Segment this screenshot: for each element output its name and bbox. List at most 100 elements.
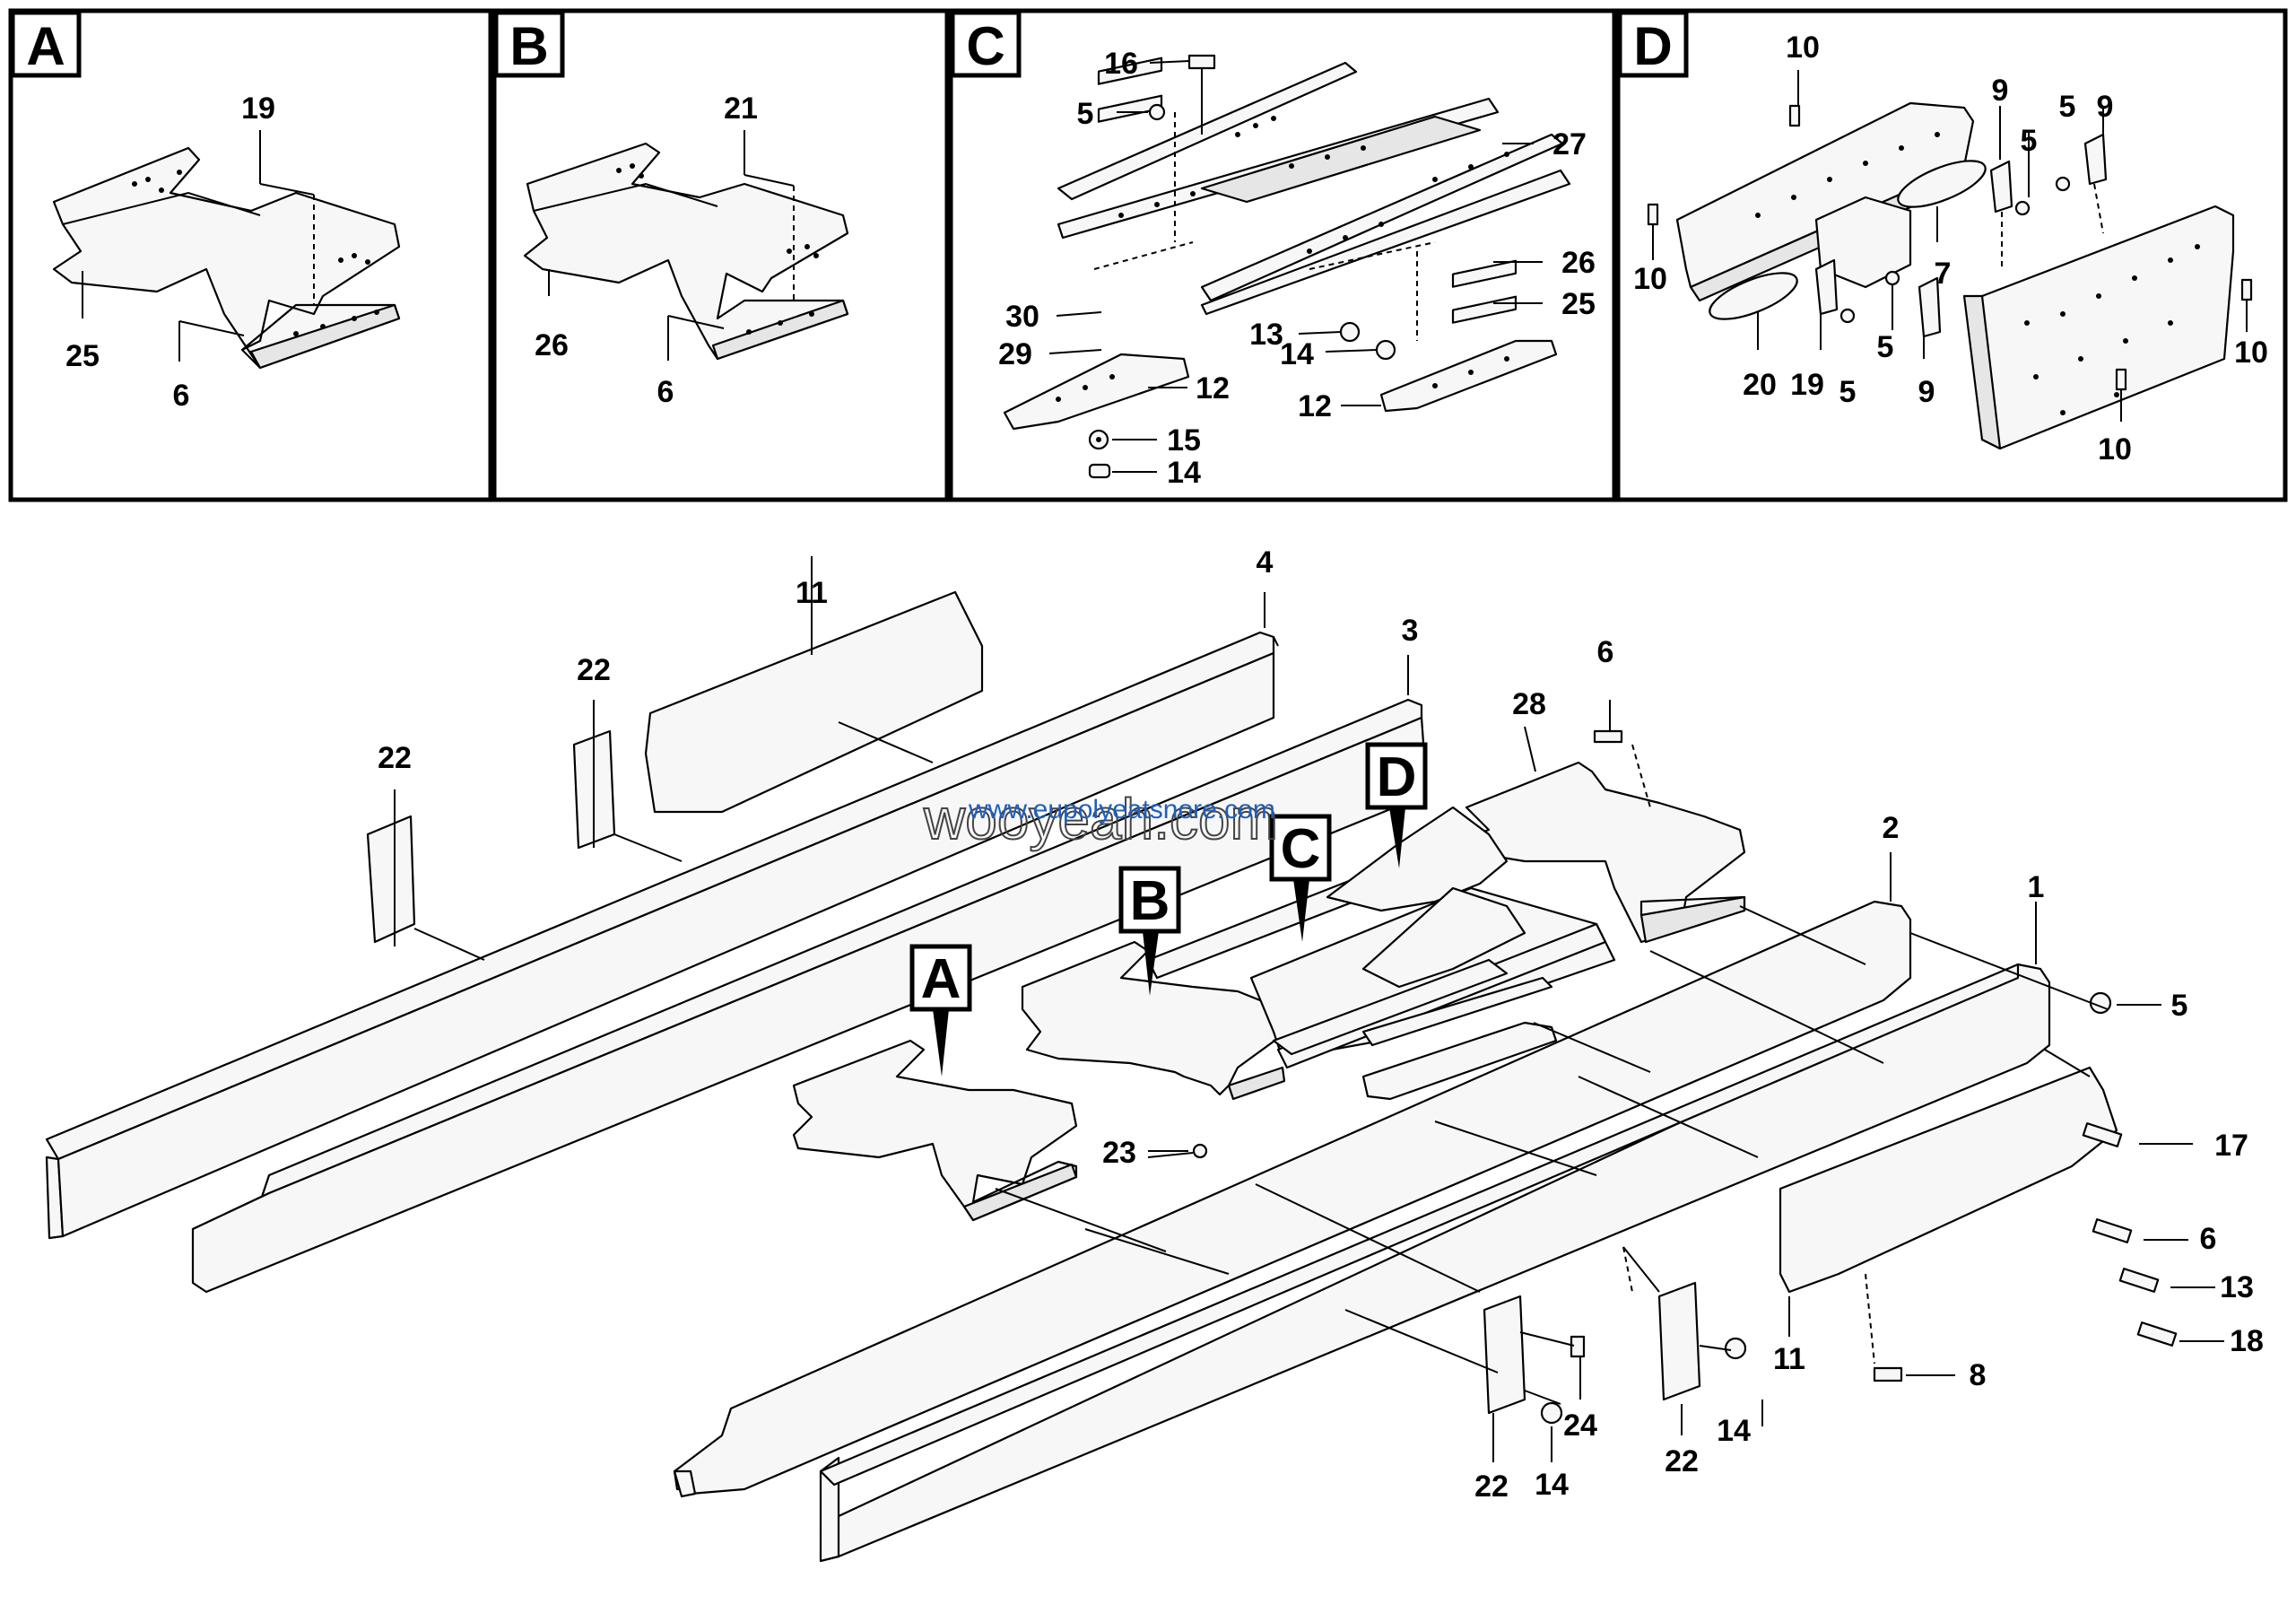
callout-22-left: 22 [378,741,412,775]
marker-a: A [909,944,972,1077]
callout-22-mid: 22 [577,653,611,687]
callout-c-13: 13 [1249,318,1283,352]
callout-1: 1 [2028,870,2045,904]
panel-c-label: C [950,10,1022,78]
panel-d-frame [1615,8,2288,502]
callout-a-19: 19 [241,92,275,126]
callout-18: 18 [2230,1324,2264,1358]
callout-c-14-lower: 14 [1167,456,1201,490]
callout-c-16: 16 [1104,47,1138,81]
svg-text:C: C [1281,818,1321,880]
callout-d-10-right: 10 [2234,336,2268,370]
callout-d-10-left: 10 [1633,262,1667,296]
callout-17: 17 [2214,1129,2248,1163]
callout-d-10-top: 10 [1786,31,1820,65]
callout-d-7: 7 [1935,257,1952,291]
callout-22-front-right: 22 [1665,1444,1699,1478]
svg-text:A: A [921,948,961,1010]
leader-lines [394,556,2224,1462]
callout-d-9-right: 9 [2097,90,2114,124]
callout-22-front-left: 22 [1474,1469,1509,1504]
callout-c-15: 15 [1167,423,1201,458]
callout-23: 23 [1102,1136,1136,1170]
callout-c-12-right: 12 [1298,389,1332,423]
svg-text:C: C [966,16,1004,76]
panel-d-frame-end [1647,70,2253,450]
crossmember-b [1021,940,1289,1101]
callout-6-bottom: 6 [2200,1222,2217,1256]
callout-8: 8 [1970,1358,1987,1392]
watermark: wooyeah.com www.eupolyeatsnore.com [922,786,1279,852]
callout-11-back: 11 [796,576,828,610]
callout-b-26: 26 [535,328,569,362]
panel-d-label: D [1617,10,1689,78]
callout-c-27: 27 [1552,127,1587,161]
callout-d-20: 20 [1743,368,1777,402]
watermark-logo-text: wooyeah.com [923,787,1278,851]
callout-6-top: 6 [1597,635,1614,669]
callout-c-14-upper: 14 [1280,337,1314,371]
callout-d-10-bottom: 10 [2098,432,2132,467]
callout-b-6: 6 [657,375,674,409]
rail-1 [819,963,2051,1563]
callout-24: 24 [1563,1408,1597,1443]
crossmember-28 [1465,761,1746,944]
svg-text:D: D [1377,746,1417,808]
watermark-url: www.eupolyeatsnore.com [968,795,1275,824]
callout-c-30: 30 [1005,300,1039,334]
callout-d-5-bottom-right: 5 [1839,375,1857,409]
callout-d-9-bottom: 9 [1918,375,1935,409]
callout-c-5: 5 [1077,97,1094,131]
panel-c-frame [948,8,1617,502]
callout-c-29: 29 [998,337,1032,371]
fasteners [1192,729,2178,1425]
callout-c-25: 25 [1561,287,1596,321]
callout-c-12-left: 12 [1196,371,1230,406]
rail-4 [45,631,1279,1240]
callout-a-25: 25 [65,339,100,373]
bracket-22-front-right [1657,1281,1701,1401]
marker-b: B [1118,866,1181,996]
crossmember-a [792,1039,1078,1222]
svg-text:D: D [1633,16,1672,76]
callout-4: 4 [1257,545,1274,580]
callout-28: 28 [1512,687,1546,721]
callout-d-19: 19 [1790,368,1824,402]
callout-c-26: 26 [1561,246,1596,280]
panel-a-label: A [10,10,82,78]
panel-b-label: B [493,10,565,78]
bracket-22-front-left [1483,1295,1526,1415]
svg-text:B: B [509,16,548,76]
callout-d-5-mid: 5 [2021,124,2038,158]
main-exploded-view: A B C D 11 4 3 22 22 6 28 2 1 5 17 23 6 … [45,545,2264,1563]
panel-a-crossmember [52,130,401,370]
reinforcement-11-front [1779,1066,2118,1294]
svg-text:B: B [1130,870,1170,932]
rail-2 [673,900,1912,1498]
callout-d-9-left: 9 [1992,74,2009,108]
callout-3: 3 [1402,614,1419,648]
callout-b-21: 21 [724,92,758,126]
marker-d: D [1365,742,1428,868]
panel-b-crossmember [523,130,849,361]
panel-c-rail-assembly [1003,54,1571,479]
marker-c: C [1269,814,1332,942]
svg-text:A: A [26,16,65,76]
callout-11-front: 11 [1773,1342,1805,1376]
callout-d-5-bottom-left: 5 [1877,330,1894,364]
reinforcement-11-back [644,590,984,814]
callout-2: 2 [1883,811,1900,845]
callout-13: 13 [2220,1270,2254,1304]
panel-a-frame [8,8,493,502]
crossmember-d [1326,806,1526,989]
detail-panels: A B C D [8,8,2288,502]
callout-14-left: 14 [1535,1468,1569,1502]
callout-d-5-top: 5 [2059,90,2076,124]
bracket-22-left [366,815,416,944]
callout-14-right: 14 [1717,1414,1751,1448]
panel-b-frame [491,8,950,502]
callout-5: 5 [2171,989,2188,1023]
rail-3 [191,698,1428,1294]
callout-a-6: 6 [173,379,190,413]
